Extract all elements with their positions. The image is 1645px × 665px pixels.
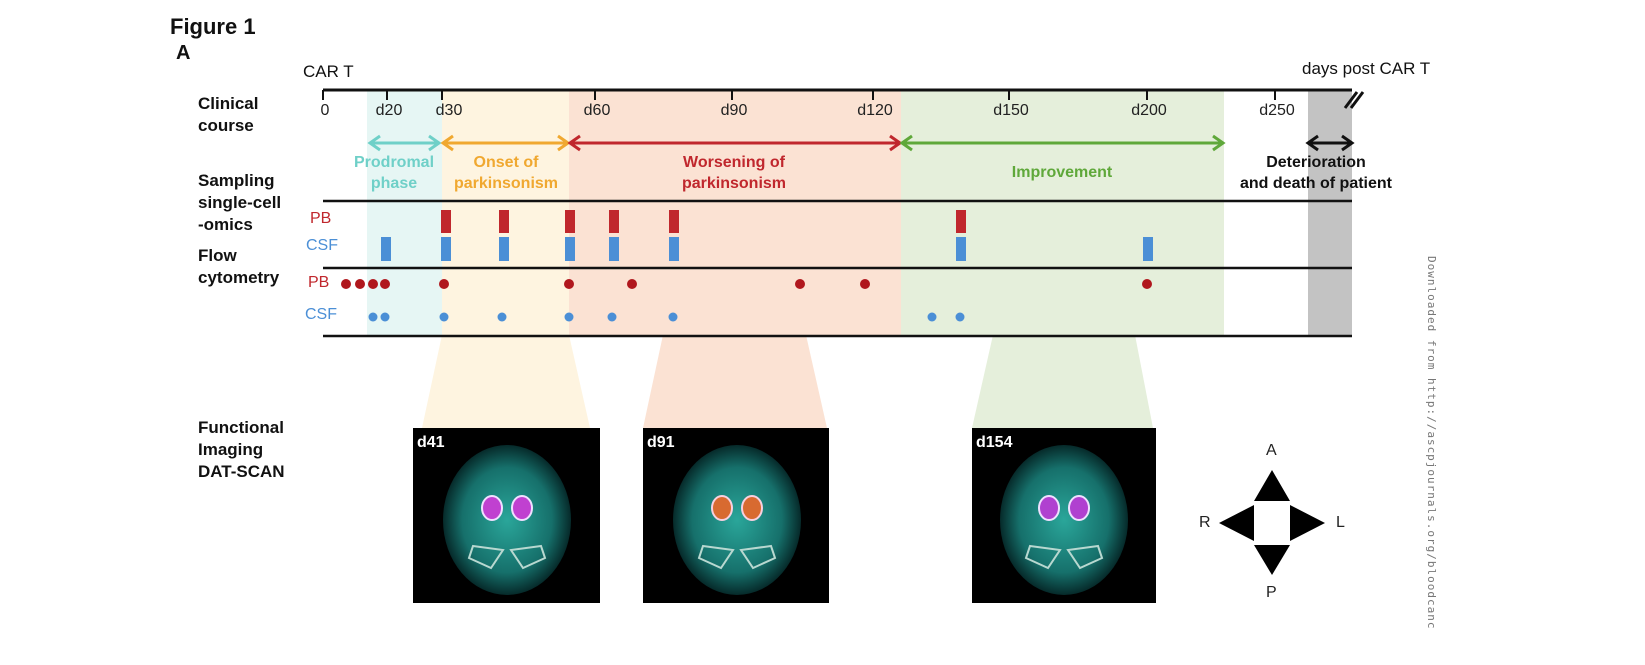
- phase-improvement: Improvement: [1011, 164, 1113, 181]
- sc-pb-marker: [609, 210, 619, 233]
- flow-csf-dot: [497, 312, 507, 322]
- right-arrow: [1219, 505, 1254, 541]
- sc-csf-marker: [565, 237, 575, 261]
- tick-label: d30: [435, 102, 463, 119]
- tick-label: d90: [720, 102, 748, 119]
- flow-csf-dots: [368, 312, 965, 322]
- dat-scan-image: d91: [643, 428, 829, 603]
- sc-pb-label: PB: [310, 210, 332, 227]
- flow-pb-dot: [564, 279, 574, 289]
- flow-csf-dot: [368, 312, 378, 322]
- phase-onset: Onset of parkinsonism: [453, 154, 559, 192]
- sc-csf-marker: [956, 237, 966, 261]
- flow-pb-dot: [341, 279, 351, 289]
- brain-scan-graphic: [673, 445, 801, 595]
- orientation-top: A: [1266, 442, 1277, 459]
- phase-worsening: Worsening of parkinsonism: [681, 154, 787, 192]
- sc-pb-marker: [499, 210, 509, 233]
- improvement-funnel: [972, 335, 1153, 428]
- axis-ticks: [322, 90, 1276, 100]
- sc-csf-marker: [441, 237, 451, 261]
- tick-label: d200: [1131, 102, 1167, 119]
- orientation-left: R: [1199, 514, 1211, 531]
- tick-label: d250: [1259, 102, 1295, 119]
- download-watermark: Downloaded from http://ascpjournals.org/…: [1425, 256, 1438, 630]
- left-arrow: [1290, 505, 1325, 541]
- flow-pb-dot: [1142, 279, 1152, 289]
- flow-pb-dot: [368, 279, 378, 289]
- tick-label: 0: [320, 102, 330, 119]
- scan-label: d41: [417, 434, 445, 451]
- flow-csf-dot: [607, 312, 617, 322]
- tick-label: d60: [583, 102, 611, 119]
- orientation-bottom: P: [1266, 584, 1277, 601]
- tick-label: d20: [375, 102, 403, 119]
- orientation-compass: [1219, 470, 1325, 575]
- flow-csf-label: CSF: [305, 306, 337, 323]
- flow-pb-dot: [380, 279, 390, 289]
- timeline-start-label: CAR T: [303, 62, 354, 81]
- flow-pb-dot: [795, 279, 805, 289]
- axis-break-icon: [1343, 91, 1365, 109]
- flow-csf-dot: [439, 312, 449, 322]
- phase-prodromal: Prodromal phase: [353, 154, 435, 192]
- sc-csf-markers: [381, 237, 1153, 261]
- brain-scan-graphic: [443, 445, 571, 595]
- tick-label: d150: [993, 102, 1029, 119]
- improvement-region: [901, 90, 1224, 335]
- flow-csf-dot: [564, 312, 574, 322]
- onset-funnel: [422, 335, 590, 428]
- brain-scan-graphic: [1000, 445, 1128, 595]
- sc-csf-label: CSF: [306, 237, 338, 254]
- sc-pb-marker: [956, 210, 966, 233]
- imaging-label: Functional Imaging DAT-SCAN: [198, 418, 285, 481]
- worsening-funnel: [643, 335, 827, 428]
- panel-letter: A: [176, 42, 191, 64]
- flow-pb-label: PB: [308, 274, 330, 291]
- prodromal-region: [367, 90, 442, 335]
- flow-pb-dot: [439, 279, 449, 289]
- dat-scan-image: d41: [413, 428, 600, 603]
- phase-arrows: [367, 134, 1355, 152]
- dat-scan-image: d154: [972, 428, 1156, 603]
- flow-csf-dot: [927, 312, 937, 322]
- sc-pb-marker: [441, 210, 451, 233]
- clinical-course-label: Clinical course: [198, 94, 259, 135]
- orientation-right: L: [1336, 514, 1345, 531]
- sc-csf-marker: [669, 237, 679, 261]
- scan-label: d91: [647, 434, 675, 451]
- flow-csf-dot: [668, 312, 678, 322]
- deterioration-region: [1308, 90, 1352, 335]
- flow-cytometry-label: Flow cytometry: [198, 246, 280, 287]
- sc-pb-marker: [565, 210, 575, 233]
- sc-pb-marker: [669, 210, 679, 233]
- flow-csf-dot: [380, 312, 390, 322]
- scan-label: d154: [976, 434, 1013, 451]
- tick-label: d120: [857, 102, 893, 119]
- phase-deterioration: Deterioration and death of patient: [1240, 154, 1392, 192]
- timeline-end-label: days post CAR T: [1302, 59, 1431, 78]
- flow-pb-dots: [341, 279, 1152, 289]
- sampling-label: Sampling single-cell -omics: [198, 171, 282, 234]
- sc-pb-markers: [441, 210, 966, 233]
- sc-csf-marker: [609, 237, 619, 261]
- flow-pb-dot: [355, 279, 365, 289]
- flow-pb-dot: [627, 279, 637, 289]
- anterior-arrow: [1254, 470, 1290, 501]
- figure-title: Figure 1: [170, 14, 256, 39]
- flow-pb-dot: [860, 279, 870, 289]
- sc-csf-marker: [381, 237, 391, 261]
- flow-csf-dot: [955, 312, 965, 322]
- posterior-arrow: [1254, 545, 1290, 575]
- sc-csf-marker: [499, 237, 509, 261]
- sc-csf-marker: [1143, 237, 1153, 261]
- worsening-region: [569, 90, 901, 335]
